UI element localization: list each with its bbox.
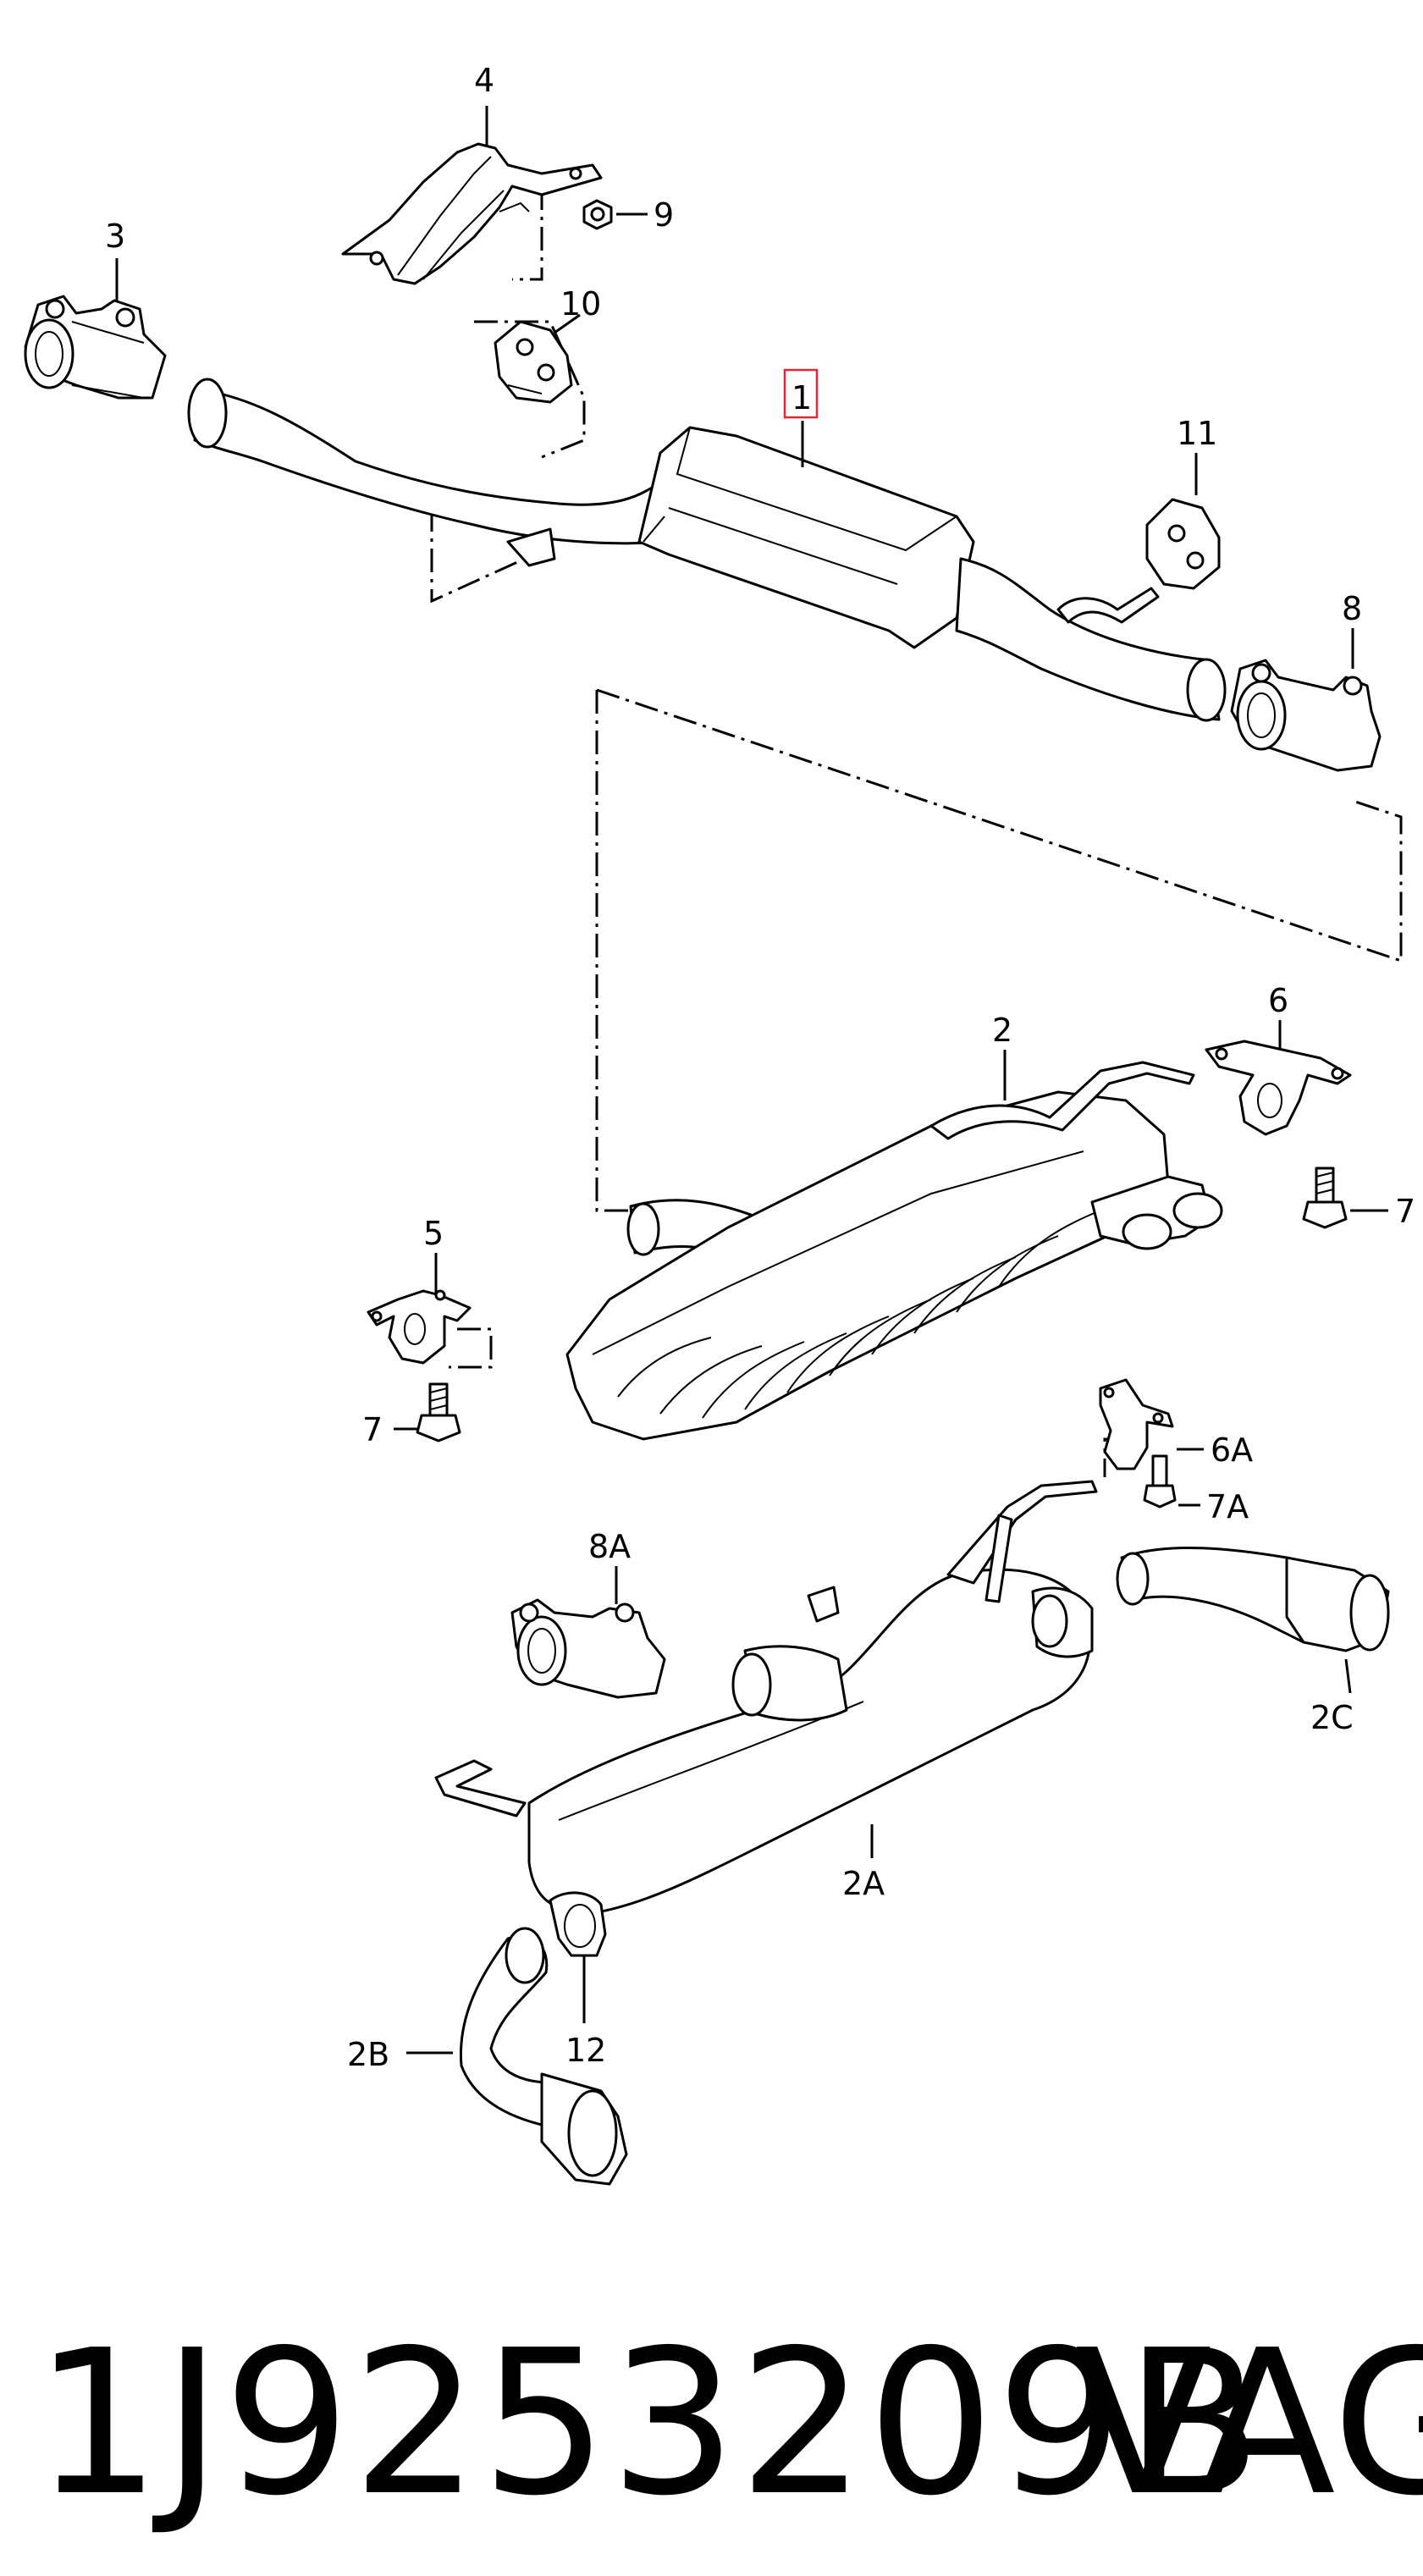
callout-2B: 2B — [347, 2036, 389, 2073]
leader-lines — [115, 106, 1388, 2055]
part-number: 1J9253209B — [34, 2307, 1264, 2540]
callout-7-lower: 7 — [362, 1411, 383, 1448]
callout-10: 10 — [560, 285, 601, 323]
part-10-rubber-mount — [494, 320, 573, 404]
callout-5: 5 — [423, 1215, 444, 1252]
part-7-bolt-upper — [1302, 1167, 1348, 1229]
callout-12: 12 — [565, 2032, 606, 2069]
callout-11: 11 — [1177, 415, 1217, 452]
callout-2C: 2C — [1310, 1699, 1354, 1736]
brand-name: VAG — [1075, 2307, 1423, 2540]
callout-8: 8 — [1342, 590, 1362, 627]
part-3-clamp — [24, 295, 167, 400]
part-8A-clamp — [510, 1598, 666, 1699]
part-12-clamp — [549, 1891, 607, 1957]
callout-3: 3 — [105, 218, 125, 255]
callout-9: 9 — [654, 196, 674, 234]
part-6-bracket — [1205, 1040, 1352, 1136]
part-2-rear-muffler — [565, 1061, 1223, 1441]
part-8-clamp — [1230, 659, 1382, 772]
callout-6A: 6A — [1211, 1431, 1253, 1469]
callout-6: 6 — [1268, 982, 1288, 1019]
callout-1: 1 — [791, 379, 812, 416]
part-1-centre-muffler-assembly — [187, 378, 1227, 722]
exhaust-system-diagram: 4 9 3 10 1 11 8 2 6 7 5 7 6A 7A 8A 2C 2A… — [24, 62, 1415, 2186]
callout-7-upper: 7 — [1395, 1193, 1415, 1230]
callout-1-highlight — [783, 368, 819, 419]
callout-4: 4 — [474, 62, 494, 99]
part-5-bracket — [367, 1289, 472, 1365]
callout-2: 2 — [992, 1012, 1012, 1049]
callout-labels: 4 9 3 10 1 11 8 2 6 7 5 7 6A 7A 8A 2C 2A… — [105, 62, 1415, 2073]
part-7A-bolt — [1143, 1454, 1177, 1509]
callout-8A: 8A — [588, 1528, 631, 1565]
part-11-rubber-mount — [1145, 498, 1221, 590]
callout-7A: 7A — [1206, 1488, 1249, 1525]
part-6A-bracket — [1099, 1378, 1174, 1470]
part-4-bracket — [341, 142, 603, 285]
part-2A-rear-muffler — [434, 1480, 1098, 1915]
part-2B-tailpipe — [459, 1927, 628, 2186]
part-9-nut — [582, 199, 613, 230]
part-7-bolt-lower — [416, 1382, 461, 1442]
callout-2A: 2A — [842, 1865, 885, 1902]
part-2C-tailpipe — [1116, 1546, 1390, 1652]
